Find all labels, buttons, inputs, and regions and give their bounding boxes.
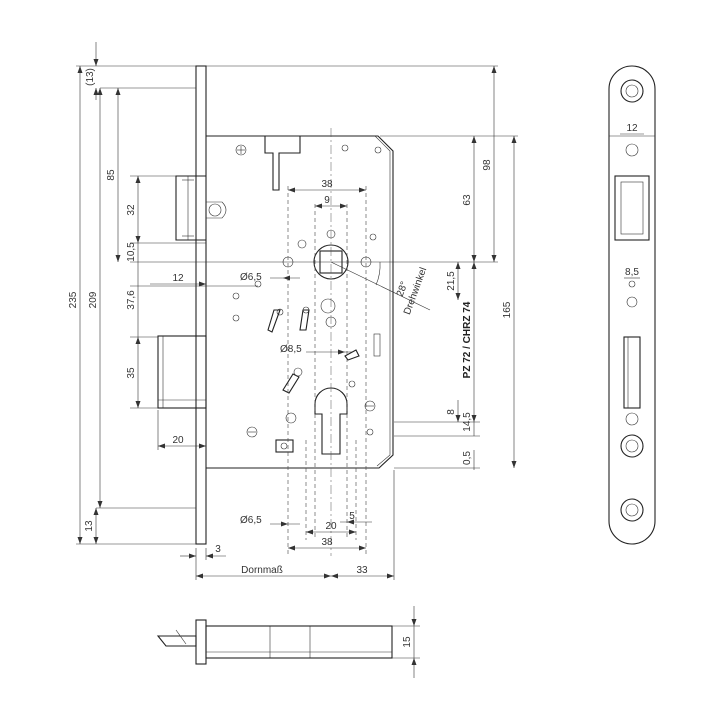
label-14-5: 14,5 — [462, 412, 473, 432]
label-38-bottom: 38 — [321, 537, 333, 548]
label-dia-6-5-bottom: Ø6,5 — [240, 515, 262, 526]
label-dornmass: Dornmaß — [241, 565, 283, 576]
label-33: 33 — [356, 565, 368, 576]
dimension-lines — [77, 42, 517, 579]
label-13-top: (13) — [85, 68, 96, 86]
label-38-top: 38 — [321, 179, 333, 190]
label-dia-8-5: Ø8,5 — [280, 344, 302, 355]
label-20-bottom: 20 — [325, 521, 337, 532]
construction-lines — [76, 65, 518, 580]
label-angle: 28° — [395, 280, 411, 298]
faceplate-front — [195, 65, 207, 545]
label-0-5: 0,5 — [462, 451, 473, 465]
label-32: 32 — [126, 204, 137, 216]
lock-body — [157, 135, 394, 469]
label-dia-6-5-top: Ø6,5 — [240, 272, 262, 283]
label-8-5-plate: 8,5 — [625, 267, 639, 278]
label-21-5: 21,5 — [446, 271, 457, 291]
label-20-left: 20 — [172, 435, 184, 446]
label-165: 165 — [502, 301, 513, 318]
label-13-bottom: 13 — [84, 520, 95, 532]
label-15: 15 — [402, 636, 413, 648]
label-209: 209 — [88, 291, 99, 308]
label-8: 8 — [446, 409, 457, 415]
lock-bottom-view — [156, 606, 420, 678]
label-235: 235 — [68, 291, 79, 308]
label-35: 35 — [126, 367, 137, 379]
faceplate-side-view — [608, 65, 656, 545]
label-63: 63 — [462, 194, 473, 206]
label-9: 9 — [324, 195, 330, 206]
label-12-plate: 12 — [626, 123, 638, 134]
label-98: 98 — [482, 159, 493, 171]
label-3: 3 — [215, 544, 221, 555]
label-12-left: 12 — [172, 273, 184, 284]
label-37-6: 37,6 — [126, 290, 137, 310]
label-5: 5 — [349, 511, 355, 522]
label-85: 85 — [106, 169, 117, 181]
label-pz-chrz: PZ 72 / CHRZ 74 — [462, 301, 473, 378]
label-10-5: 10,5 — [126, 242, 137, 262]
